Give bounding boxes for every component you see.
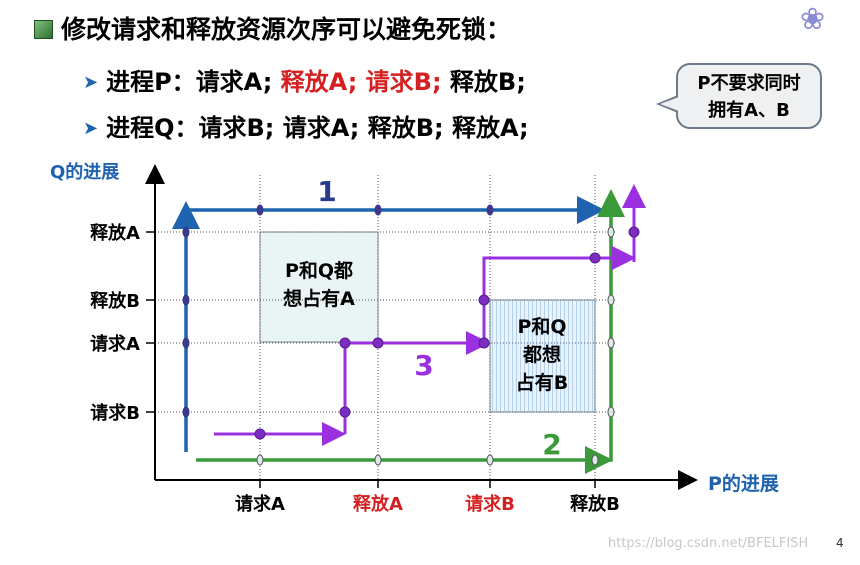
region-b-label-1: P和Q	[517, 315, 566, 338]
process-p-step-2: 释放A;	[280, 68, 366, 96]
page-number: 4	[836, 536, 844, 550]
y-tick-release-b: 释放B	[90, 290, 140, 312]
path-1-number: 1	[317, 175, 336, 208]
slide-title: 修改请求和释放资源次序可以避免死锁：	[34, 10, 511, 46]
process-q-steps: 请求B; 请求A; 释放B; 释放A;	[198, 114, 529, 142]
process-p-step-1: 请求A;	[195, 68, 281, 96]
region-both-want-b	[489, 299, 596, 413]
watermark-url: https://blog.csdn.net/BFELFISH	[608, 536, 809, 551]
callout-line-2: 拥有A、B	[708, 100, 790, 121]
path-3-number: 3	[414, 349, 433, 382]
arrow-bullet-icon: ➤	[83, 118, 99, 139]
y-axis-label: Q的进展	[50, 161, 120, 183]
x-tick-release-b: 释放B	[570, 493, 620, 515]
callout-line-1: P不要求同时	[697, 73, 801, 94]
flower-decoration-icon: ❀	[800, 2, 826, 37]
path-2-number: 2	[542, 428, 561, 461]
process-q-line: ➤ 进程Q：请求B; 请求A; 释放B; 释放A;	[83, 108, 529, 143]
region-a-label-1: P和Q都	[285, 259, 353, 282]
x-tick-request-b: 请求B	[465, 493, 515, 515]
process-p-label: 进程P：	[106, 68, 196, 96]
process-p-step-4: 释放B;	[449, 68, 526, 96]
process-p-step-3: 请求B;	[365, 68, 450, 96]
arrow-bullet-icon: ➤	[83, 72, 99, 93]
y-tick-request-b: 请求B	[90, 402, 140, 424]
y-tick-request-a: 请求A	[90, 333, 140, 355]
x-tick-release-a: 释放A	[353, 493, 403, 515]
y-tick-release-a: 释放A	[90, 222, 140, 244]
callout-box: P不要求同时 拥有A、B	[656, 63, 822, 129]
process-p-line: ➤ 进程P：请求A; 释放A; 请求B; 释放B;	[83, 62, 526, 97]
square-bullet-icon	[34, 20, 53, 39]
region-b-label-3: 占有B	[516, 371, 568, 394]
x-tick-request-a: 请求A	[235, 493, 285, 515]
process-q-label: 进程Q：	[106, 114, 199, 142]
x-axis-label: P的进展	[708, 472, 779, 495]
region-a-label-2: 想占有A	[283, 287, 355, 310]
region-both-want-a	[259, 231, 379, 343]
region-b-label-2: 都想	[522, 343, 561, 366]
title-text: 修改请求和释放资源次序可以避免死锁：	[61, 15, 512, 44]
